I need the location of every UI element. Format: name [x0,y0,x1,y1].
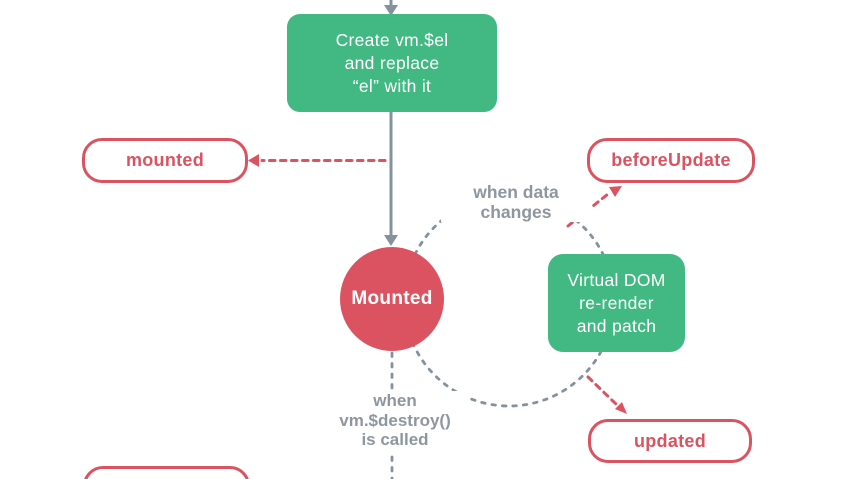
state-mounted-label: Mounted [351,288,433,309]
hook-updated-label: updated [633,430,707,451]
hook-updated: updated [588,419,752,463]
hook-before-update-label: beforeUpdate [611,150,731,170]
node-create-el: Create vm.$el and replace “el” with it [287,14,497,112]
mounted-hook-arrow [248,154,387,167]
node-virtual-dom-label: Virtual DOM re-render and patch [567,269,666,336]
label-when-destroy: when vm.$destroy() is called [320,391,470,450]
hook-mounted-label: mounted [125,150,205,170]
node-create-el-label: Create vm.$el and replace “el” with it [335,29,449,96]
mount-flow-arrow [384,112,398,246]
label-when-data-changes: when data changes [441,182,591,222]
state-mounted-circle: Mounted [340,247,444,351]
hook-partial-bottom [83,466,250,479]
node-virtual-dom: Virtual DOM re-render and patch [548,254,685,352]
hook-before-update: beforeUpdate [587,138,755,183]
updated-arrow [586,375,627,414]
hook-mounted: mounted [82,138,248,183]
entry-arrow [384,0,398,16]
